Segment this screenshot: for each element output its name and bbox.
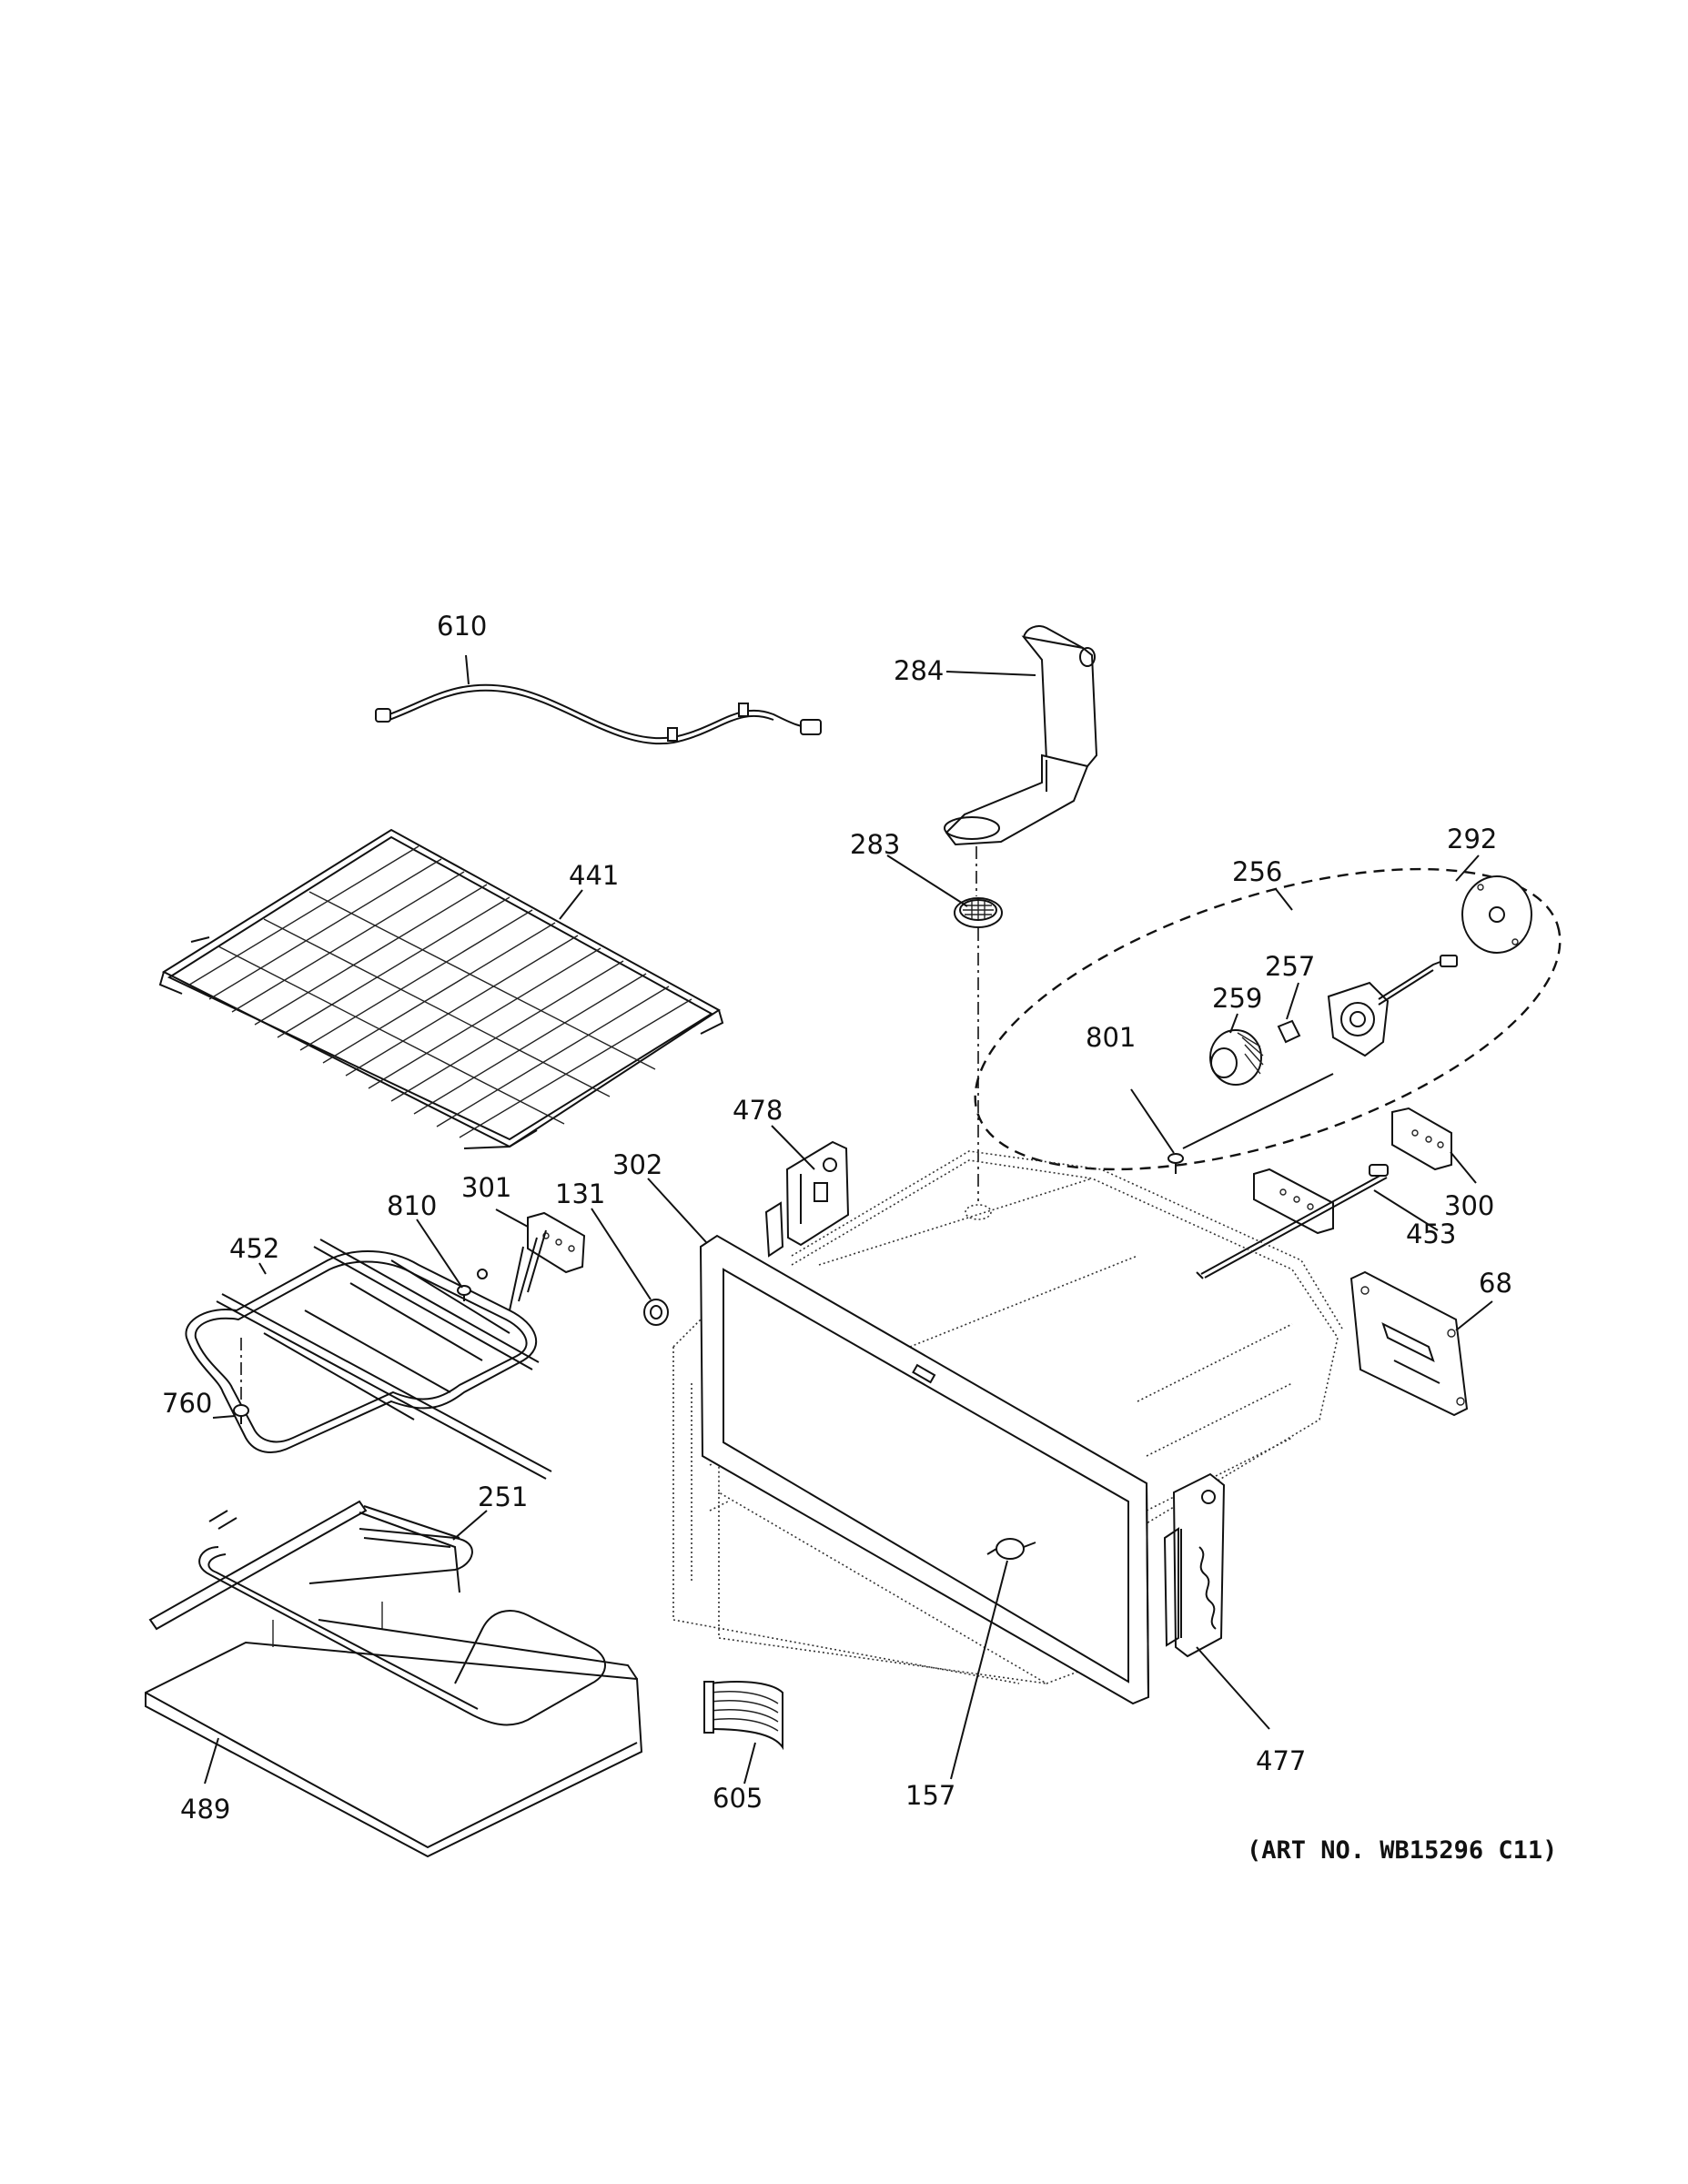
centerline-283: [975, 846, 979, 1201]
callout-68: 68: [1479, 1268, 1512, 1299]
part-801-screw: [1167, 1153, 1184, 1174]
callout-801: 801: [1086, 1022, 1136, 1053]
callout-300: 300: [1444, 1190, 1494, 1221]
callout-257: 257: [1265, 951, 1315, 982]
callout-256: 256: [1232, 856, 1282, 887]
part-284-vent-duct: [944, 625, 1098, 846]
leader-lines: [204, 654, 1493, 1785]
callout-478: 478: [733, 1095, 783, 1126]
part-251-bake-element: [148, 1500, 606, 1726]
callout-251: 251: [478, 1481, 528, 1512]
part-478-hinge: [764, 1140, 850, 1258]
part-300-bracket: [1391, 1107, 1452, 1171]
part-256-fan-assembly: [974, 867, 1562, 1171]
callout-810: 810: [387, 1190, 437, 1221]
part-610-wire-harness: [375, 683, 822, 745]
part-68-hinge-receptacle: [1349, 1270, 1469, 1417]
callout-605: 605: [713, 1783, 763, 1814]
part-605-wire-bundle: [703, 1681, 783, 1751]
callout-489: 489: [180, 1794, 230, 1825]
callout-292: 292: [1447, 824, 1497, 854]
part-301-bracket: [527, 1211, 586, 1274]
callout-283: 283: [850, 829, 900, 860]
callout-259: 259: [1212, 983, 1262, 1014]
part-292-gasket: [1461, 875, 1532, 954]
callout-157: 157: [905, 1780, 955, 1811]
part-441-oven-rack: [158, 828, 724, 1149]
part-452-broil-element: [185, 1229, 552, 1480]
part-157-thermal-switch: [986, 1538, 1036, 1560]
part-131-grommet: [643, 1299, 669, 1326]
callout-610: 610: [437, 611, 487, 642]
callout-453: 453: [1406, 1218, 1456, 1249]
callout-441: 441: [569, 860, 619, 891]
art-number: (ART NO. WB15296 C11): [1247, 1836, 1557, 1865]
part-489-cover-pan: [145, 1602, 643, 1858]
callout-labels: 610 284 283 441 292 256 257 259 801 478 …: [162, 611, 1512, 1825]
callout-301: 301: [461, 1172, 511, 1203]
callout-760: 760: [162, 1388, 212, 1419]
part-302-front-frame: [699, 1234, 1150, 1705]
callout-452: 452: [229, 1233, 279, 1264]
part-453-temperature-sensor: [1196, 1164, 1389, 1279]
callout-284: 284: [894, 655, 944, 686]
part-810-screw: [457, 1285, 471, 1301]
part-760-screw: [233, 1404, 249, 1424]
callout-131: 131: [555, 1178, 605, 1209]
callout-477: 477: [1256, 1745, 1306, 1776]
part-477-hinge: [1163, 1472, 1226, 1658]
callout-302: 302: [612, 1149, 662, 1180]
